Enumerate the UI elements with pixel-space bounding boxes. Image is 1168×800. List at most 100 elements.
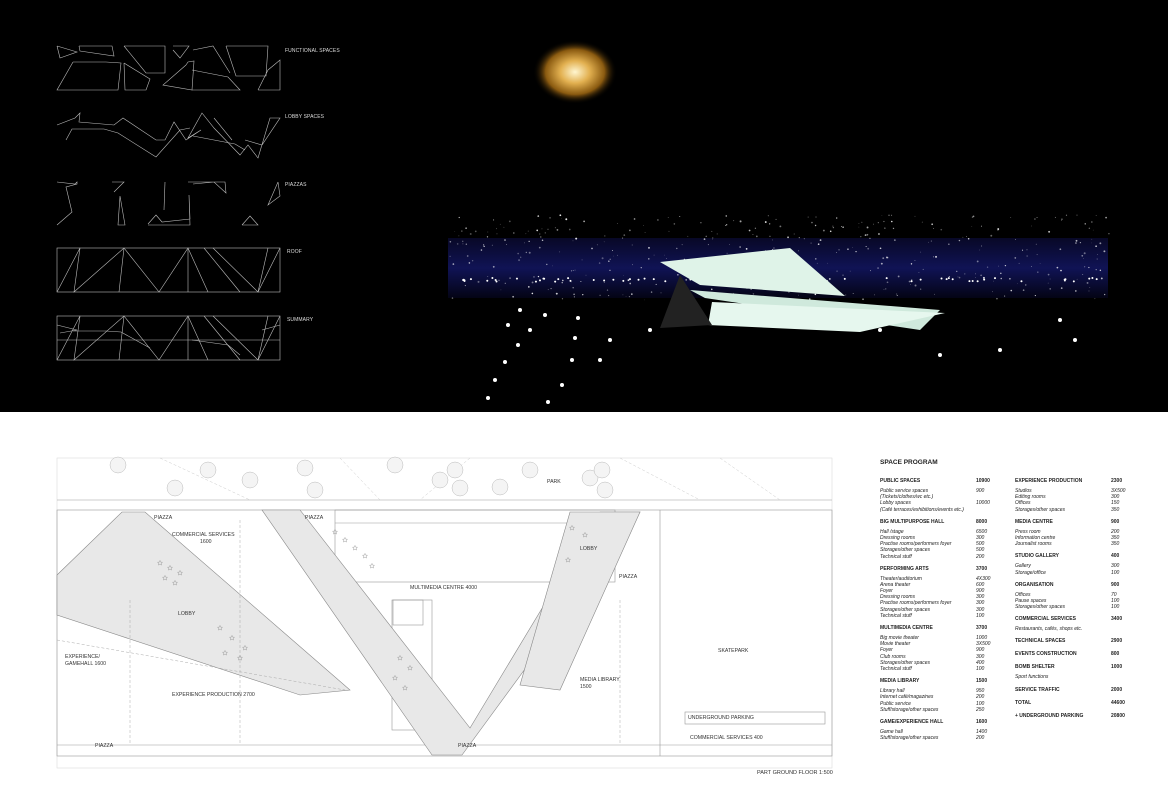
light-dot xyxy=(1065,214,1068,216)
light-dot xyxy=(992,291,994,293)
light-dot xyxy=(1048,230,1051,233)
light-dot xyxy=(867,247,870,250)
light-dot xyxy=(1088,277,1091,280)
diagram-label-lobby-spaces: LOBBY SPACES xyxy=(285,114,325,120)
item-value: 900 xyxy=(976,588,985,595)
lobby-right xyxy=(519,511,641,691)
light-dot xyxy=(572,270,574,271)
label-experience: EXPERIENCE/ xyxy=(65,654,100,660)
star-icon xyxy=(236,654,244,661)
light-dot xyxy=(1018,262,1020,264)
light-dot xyxy=(836,252,837,253)
light-dot xyxy=(461,240,464,243)
light-dot xyxy=(520,256,522,258)
diagram-label-summary: SUMMARY xyxy=(287,317,314,323)
light-dot xyxy=(515,277,518,280)
item-name: Offices xyxy=(1015,591,1031,598)
light-dot xyxy=(881,215,883,216)
light-dot xyxy=(509,277,511,279)
light-dot xyxy=(469,233,472,235)
light-dot xyxy=(891,214,893,216)
light-dot xyxy=(948,275,950,278)
light-dot xyxy=(628,229,631,232)
light-dot xyxy=(843,277,846,280)
section-value: 1000 xyxy=(1111,664,1123,671)
light-dot xyxy=(668,230,670,232)
light-dot xyxy=(849,270,851,272)
label-lobby: LOBBY xyxy=(178,611,196,617)
item-value: 200 xyxy=(976,735,985,742)
light-dot xyxy=(1099,242,1102,245)
light-dot xyxy=(637,278,640,281)
light-dot xyxy=(974,273,976,275)
light-dot xyxy=(769,235,771,237)
light-dot xyxy=(1073,338,1077,342)
item-value: 400 xyxy=(976,659,985,666)
light-dot xyxy=(561,281,563,284)
light-dot xyxy=(623,234,626,236)
item-name: (Tickets/clothes/wc etc.) xyxy=(880,494,934,501)
light-dot xyxy=(869,270,871,272)
item-name: Storages/other spaces xyxy=(880,547,931,554)
light-dot xyxy=(504,239,506,241)
item-name: Storages/other spaces xyxy=(1015,506,1066,513)
light-dot xyxy=(1058,318,1062,322)
item-value: 100 xyxy=(1111,569,1120,576)
diagram-label-roof: ROOF xyxy=(287,249,302,255)
light-dot xyxy=(951,278,954,281)
light-dot xyxy=(852,247,854,249)
plan-frame xyxy=(56,457,833,769)
light-dot xyxy=(632,264,633,266)
tree xyxy=(199,461,217,479)
light-dot xyxy=(919,278,922,281)
light-dot xyxy=(1015,239,1017,240)
light-dot xyxy=(653,254,655,256)
section-value: 20800 xyxy=(1111,712,1125,719)
section-name: COMMERCIAL SERVICES xyxy=(1015,616,1076,623)
light-dot xyxy=(958,276,961,279)
star-icon xyxy=(228,634,236,641)
light-dot xyxy=(468,262,471,264)
light-dot xyxy=(657,219,659,221)
light-dot xyxy=(503,226,505,228)
light-dot xyxy=(998,348,1002,352)
star-markers xyxy=(156,524,589,691)
light-dot xyxy=(908,280,911,283)
light-dot xyxy=(547,228,549,230)
light-dot xyxy=(527,285,530,288)
light-dot xyxy=(582,293,584,296)
item-name: Big movie theater xyxy=(880,635,919,641)
light-dot xyxy=(612,278,615,281)
light-dot xyxy=(631,244,633,246)
light-dot xyxy=(842,274,844,276)
star-icon xyxy=(341,536,349,543)
item-value: 200 xyxy=(1111,528,1120,535)
light-dot xyxy=(528,251,531,254)
section-value: 1500 xyxy=(976,678,988,685)
section-name: STUDIO GALLERY xyxy=(1015,553,1059,560)
light-dot xyxy=(1100,277,1103,280)
light-dot xyxy=(1088,290,1090,292)
item-name: Restaurants, cafés, shops etc. xyxy=(1015,626,1083,633)
light-dot xyxy=(866,233,869,236)
light-dot xyxy=(986,266,989,268)
item-name: Public service spaces xyxy=(880,488,929,494)
light-dot xyxy=(910,263,913,265)
light-dot xyxy=(976,280,979,283)
